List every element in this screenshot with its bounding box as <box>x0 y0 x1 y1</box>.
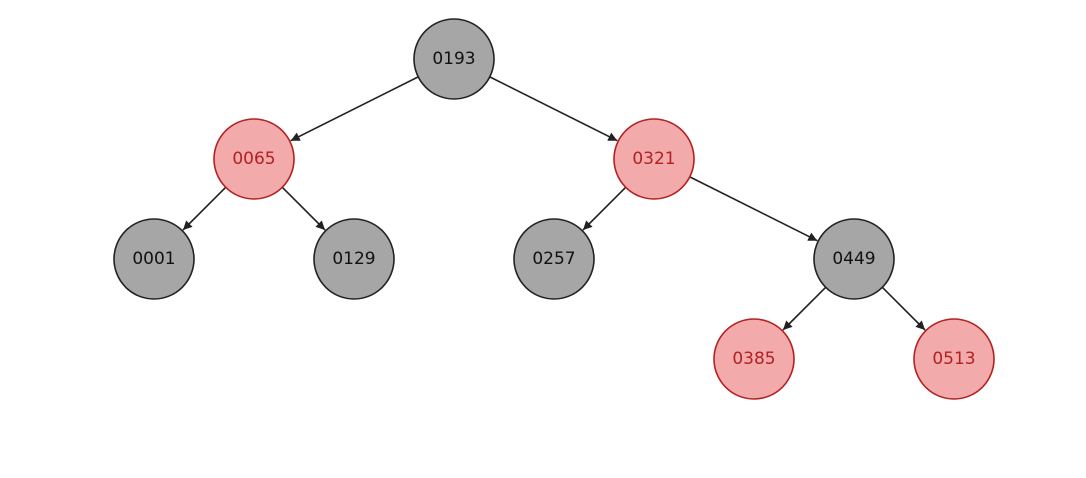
edges-layer <box>182 76 926 331</box>
tree-node-0193: 0193 <box>413 18 495 100</box>
black-node-circle <box>813 218 895 300</box>
tree-node-0513: 0513 <box>913 318 995 400</box>
node-label: 0193 <box>432 49 475 69</box>
tree-node-0129: 0129 <box>313 218 395 300</box>
edge-0065-to-0129 <box>281 186 326 231</box>
tree-node-0449: 0449 <box>813 218 895 300</box>
node-label: 0001 <box>132 249 175 269</box>
red-node-circle <box>713 318 795 400</box>
red-node-circle <box>613 118 695 200</box>
tree-node-0065: 0065 <box>213 118 295 200</box>
red-node-circle <box>913 318 995 400</box>
node-label: 0449 <box>832 249 875 269</box>
edge-0321-to-0257 <box>582 186 627 231</box>
black-node-circle <box>513 218 595 300</box>
nodes-layer: 0193 0065 0321 0001 0129 0257 0449 0385 0513 <box>113 18 995 400</box>
node-label: 0129 <box>332 249 375 269</box>
node-label: 0513 <box>932 349 975 369</box>
edge-0449-to-0385 <box>782 286 827 331</box>
tree-node-0257: 0257 <box>513 218 595 300</box>
node-label: 0321 <box>632 149 675 169</box>
node-label: 0065 <box>232 149 275 169</box>
edge-0193-to-0065 <box>290 76 419 142</box>
edge-0193-to-0321 <box>489 76 618 142</box>
edge-0321-to-0449 <box>689 176 818 242</box>
red-node-circle <box>213 118 295 200</box>
tree-node-0001: 0001 <box>113 218 195 300</box>
node-label: 0385 <box>732 349 775 369</box>
black-node-circle <box>413 18 495 100</box>
edge-0449-to-0513 <box>881 286 926 331</box>
edge-0065-to-0001 <box>182 186 227 231</box>
tree-node-0385: 0385 <box>713 318 795 400</box>
node-label: 0257 <box>532 249 575 269</box>
black-node-circle <box>113 218 195 300</box>
black-node-circle <box>313 218 395 300</box>
tree-node-0321: 0321 <box>613 118 695 200</box>
